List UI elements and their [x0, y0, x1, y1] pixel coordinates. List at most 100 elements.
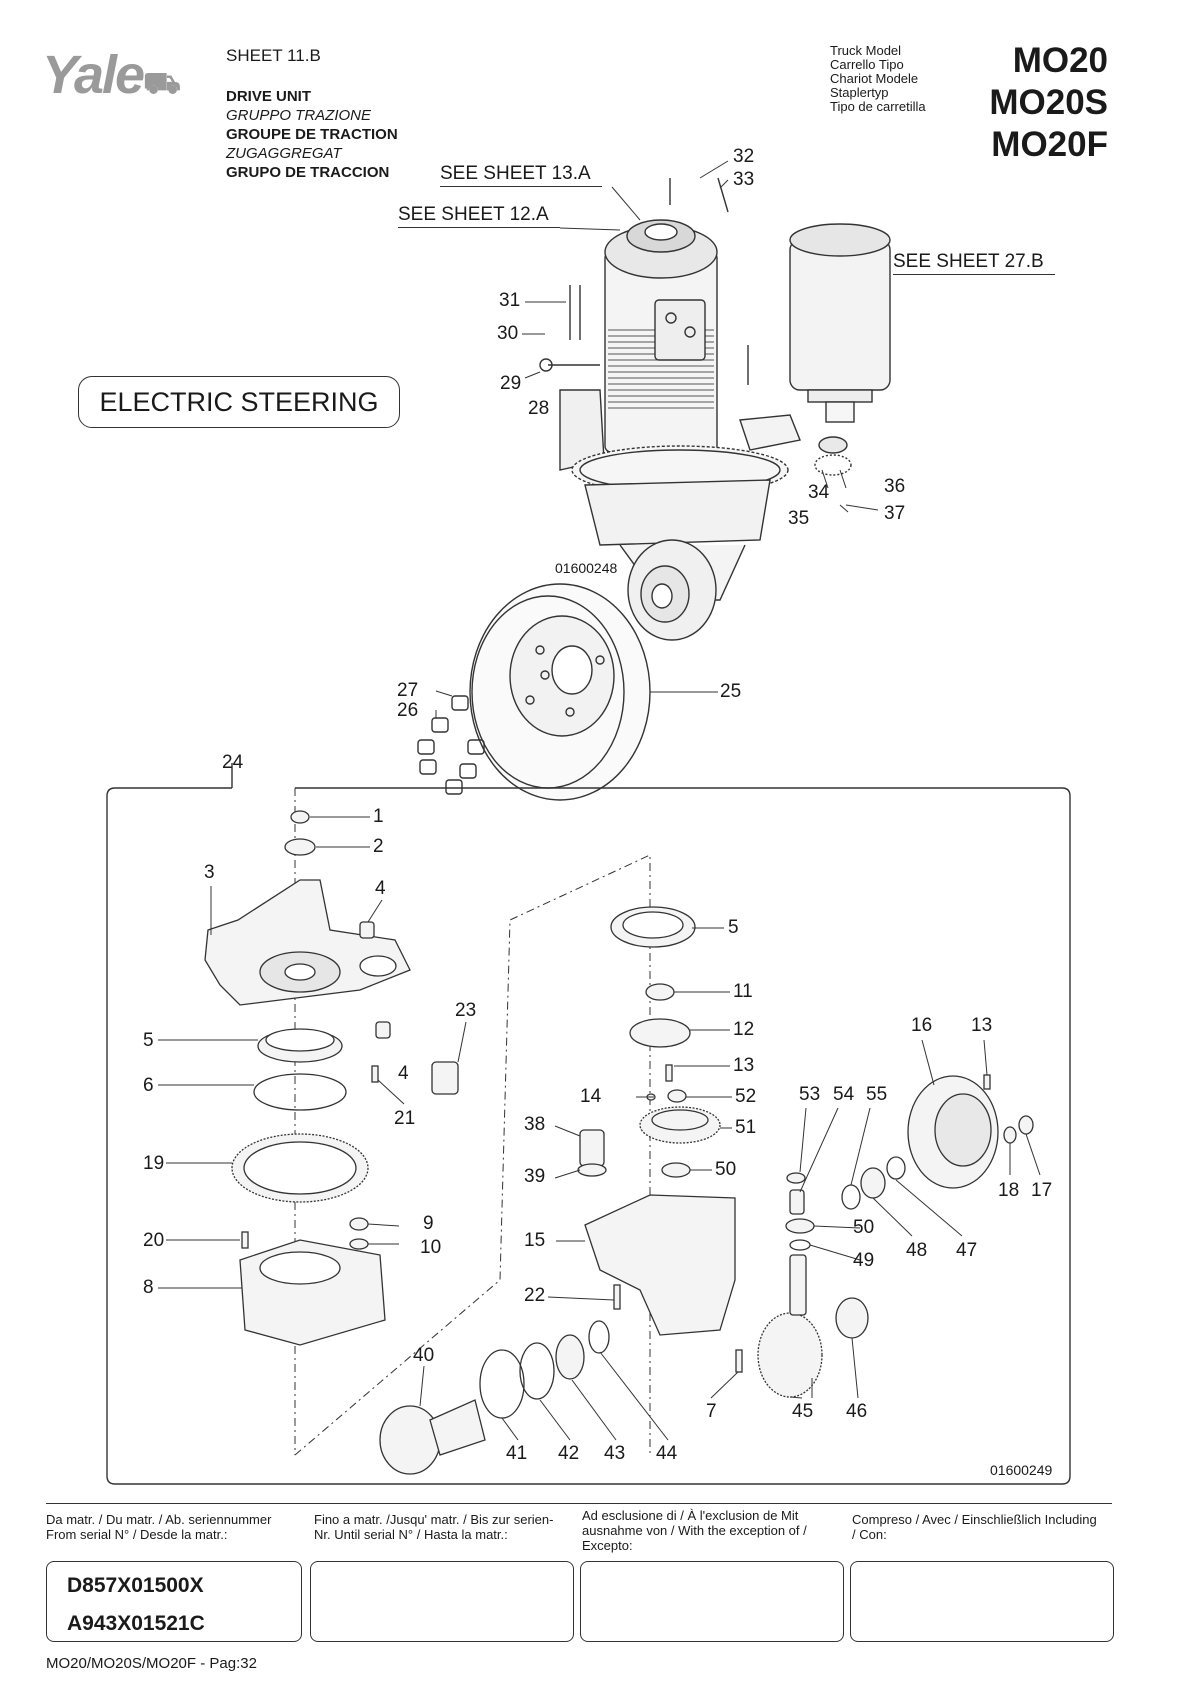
callout-19: 19	[143, 1153, 165, 1174]
callout-36: 36	[884, 476, 906, 497]
callout-48: 48	[906, 1240, 928, 1261]
parts-drawings	[204, 810, 1034, 1475]
page-footer: MO20/MO20S/MO20F - Pag:32	[46, 1655, 257, 1672]
model-mo20: MO20	[1012, 41, 1108, 80]
footer-label-until-serial: Fino a matr. /Jusqu' matr. / Bis zur ser…	[314, 1512, 554, 1542]
callout-18: 18	[998, 1180, 1020, 1201]
callout-13b: 13	[971, 1015, 993, 1036]
electric-steering-label: ELECTRIC STEERING	[78, 376, 400, 428]
callout-49: 49	[853, 1250, 875, 1271]
callout-4b: 4	[398, 1063, 409, 1084]
callout-32: 32	[733, 146, 755, 167]
ref-underline	[398, 227, 560, 228]
callout-47: 47	[956, 1240, 978, 1261]
truck-label-es: Tipo de carretilla	[830, 99, 926, 114]
callout-46: 46	[846, 1401, 868, 1422]
ref-sheet-12a: SEE SHEET 12.A	[398, 204, 549, 225]
callout-41: 41	[506, 1443, 528, 1464]
callout-13: 13	[733, 1055, 755, 1076]
callout-21: 21	[394, 1108, 416, 1129]
callout-6: 6	[143, 1075, 154, 1096]
sheet-number: SHEET 11.B	[226, 46, 321, 65]
footer-label-from-serial: Da matr. / Du matr. / Ab. seriennummer F…	[46, 1512, 272, 1542]
ref-sheet-27b: SEE SHEET 27.B	[893, 251, 1044, 272]
from-serial-box: D857X01500X A943X01521C	[46, 1561, 302, 1642]
callout-44: 44	[656, 1443, 678, 1464]
callout-33: 33	[733, 169, 755, 190]
callout-27: 27	[397, 680, 419, 701]
callout-11: 11	[733, 981, 753, 1002]
callout-17: 17	[1031, 1180, 1053, 1201]
title-line-it: GRUPPO TRAZIONE	[226, 107, 372, 124]
callout-2: 2	[373, 836, 384, 857]
callout-52: 52	[735, 1086, 757, 1107]
callout-53: 53	[799, 1084, 821, 1105]
callout-37: 37	[884, 503, 906, 524]
callout-30: 30	[497, 323, 519, 344]
truck-label-en: Truck Model	[830, 43, 902, 58]
footer-label-including: Compreso / Avec / Einschließlich Includi…	[852, 1512, 1097, 1542]
callout-43: 43	[604, 1443, 626, 1464]
callout-34: 34	[808, 482, 830, 503]
serial-2: A943X01521C	[67, 1612, 205, 1635]
exception-box	[580, 1561, 844, 1642]
callout-23: 23	[455, 1000, 477, 1021]
callout-31: 31	[499, 290, 521, 311]
callout-51: 51	[735, 1117, 757, 1138]
forklift-icon: ⛟	[143, 67, 181, 100]
ref-underline	[893, 274, 1055, 275]
model-list: MO20 MO20S MO20F	[989, 40, 1108, 166]
traction-motor-drawing	[539, 177, 891, 641]
truck-label-de: Staplertyp	[830, 85, 889, 100]
truck-label-fr: Chariot Modele	[830, 71, 919, 86]
callout-26: 26	[397, 700, 419, 721]
drawing-code-top: 01600248	[555, 560, 618, 576]
callout-50b: 50	[853, 1217, 875, 1238]
yale-logo: Yale⛟	[42, 44, 181, 106]
callout-20: 20	[143, 1230, 165, 1251]
callout-7: 7	[706, 1401, 717, 1422]
title-line-de: ZUGAGGREGAT	[226, 145, 342, 162]
callout-38: 38	[524, 1114, 546, 1135]
callout-14: 14	[580, 1086, 602, 1107]
serial-1: D857X01500X	[67, 1574, 204, 1597]
callout-16: 16	[911, 1015, 933, 1036]
title-line-es: GRUPO DE TRACCION	[226, 164, 390, 181]
callout-40: 40	[413, 1345, 435, 1366]
callout-28: 28	[528, 398, 550, 419]
callout-24: 24	[222, 752, 244, 773]
model-mo20f: MO20F	[991, 125, 1108, 164]
callout-35: 35	[788, 508, 810, 529]
callout-54: 54	[833, 1084, 855, 1105]
truck-model-labels: Truck Model Carrello Tipo Chariot Modele…	[830, 44, 926, 114]
footer-rule	[46, 1503, 1112, 1504]
callout-25: 25	[720, 681, 742, 702]
callout-3: 3	[204, 862, 215, 883]
title-line-en: DRIVE UNIT	[226, 88, 312, 105]
callout-29: 29	[500, 373, 522, 394]
callout-39: 39	[524, 1166, 546, 1187]
callout-22: 22	[524, 1285, 546, 1306]
callout-9: 9	[423, 1213, 434, 1234]
callout-50: 50	[715, 1159, 737, 1180]
callout-15: 15	[524, 1230, 546, 1251]
callout-12: 12	[733, 1019, 755, 1040]
drive-wheel-drawing	[469, 583, 651, 801]
callout-5: 5	[143, 1030, 154, 1051]
callout-4: 4	[375, 878, 386, 899]
callout-8: 8	[143, 1277, 154, 1298]
wheel-nuts-drawing	[417, 695, 485, 795]
truck-label-it: Carrello Tipo	[830, 57, 904, 72]
logo-text: Yale	[42, 45, 145, 105]
callout-1: 1	[373, 806, 384, 827]
ref-underline	[440, 186, 602, 187]
title-line-fr: GROUPE DE TRACTION	[226, 126, 398, 143]
title-block: DRIVE UNIT GRUPPO TRAZIONE GROUPE DE TRA…	[226, 87, 398, 182]
drawing-code-bottom: 01600249	[990, 1462, 1053, 1478]
model-mo20s: MO20S	[989, 83, 1108, 122]
ref-sheet-13a: SEE SHEET 13.A	[440, 163, 591, 184]
including-box	[850, 1561, 1114, 1642]
footer-label-exception: Ad esclusione di / À l'exclusion de Mit …	[582, 1508, 807, 1553]
callout-55: 55	[866, 1084, 888, 1105]
